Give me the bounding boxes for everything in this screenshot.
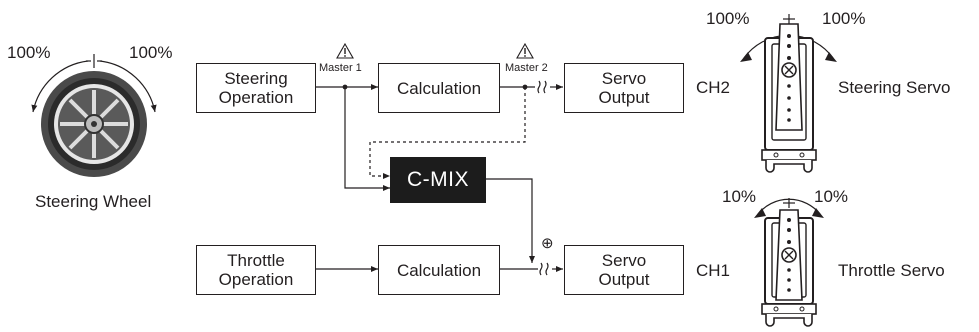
master1-junction: [342, 84, 348, 90]
steering-servo-right-percent: 100%: [822, 9, 866, 28]
throttle-servo-left-percent: 10%: [722, 187, 757, 206]
channel-ch1-label: CH1: [696, 261, 731, 280]
calculation-bottom-label: Calculation: [396, 260, 482, 280]
servo-output-box-top: Servo Output: [564, 63, 684, 113]
warning-icon-master1: [336, 42, 354, 59]
bottom-row-wires: [316, 262, 563, 276]
calculation-box-bottom: Calculation: [378, 245, 500, 295]
wheel-right-percent: 100%: [129, 43, 173, 62]
master2-label: Master 2: [505, 62, 548, 74]
servo-output-box-bottom: Servo Output: [564, 245, 684, 295]
steering-servo-label: Steering Servo: [838, 78, 951, 97]
warning-icon-master2: [516, 42, 534, 59]
throttle-operation-line2: Operation: [218, 270, 294, 289]
steering-operation-box: Steering Operation: [196, 63, 316, 113]
master2-junction: [522, 84, 528, 90]
throttle-servo-right-percent: 10%: [814, 187, 849, 206]
cmix-block: C-MIX: [390, 157, 486, 203]
channel-ch2-label: CH2: [696, 78, 731, 97]
steering-servo-left-percent: 100%: [706, 9, 750, 28]
servo-output-bottom-line1: Servo: [601, 251, 647, 270]
steering-operation-line2: Operation: [218, 88, 294, 107]
servo-output-top-line2: Output: [598, 88, 650, 107]
calculation-box-top: Calculation: [378, 63, 500, 113]
throttle-operation-line1: Throttle: [227, 251, 285, 270]
steering-wheel-icon: [41, 71, 147, 177]
throttle-operation-box: Throttle Operation: [196, 245, 316, 295]
steering-servo-icon: [740, 14, 837, 173]
calculation-top-label: Calculation: [396, 78, 482, 98]
wheel-left-percent: 100%: [7, 43, 51, 62]
plus-icon: ⊕: [541, 235, 554, 252]
throttle-servo-icon: [754, 198, 824, 327]
servo-output-bottom-line2: Output: [598, 270, 650, 289]
master1-label: Master 1: [319, 62, 362, 74]
throttle-servo-label: Throttle Servo: [838, 261, 945, 280]
wheel-rotation-arrows: [31, 54, 157, 113]
steering-wheel-label: Steering Wheel: [35, 192, 152, 211]
servo-output-top-line1: Servo: [601, 69, 647, 88]
steering-operation-line1: Steering: [224, 69, 288, 88]
